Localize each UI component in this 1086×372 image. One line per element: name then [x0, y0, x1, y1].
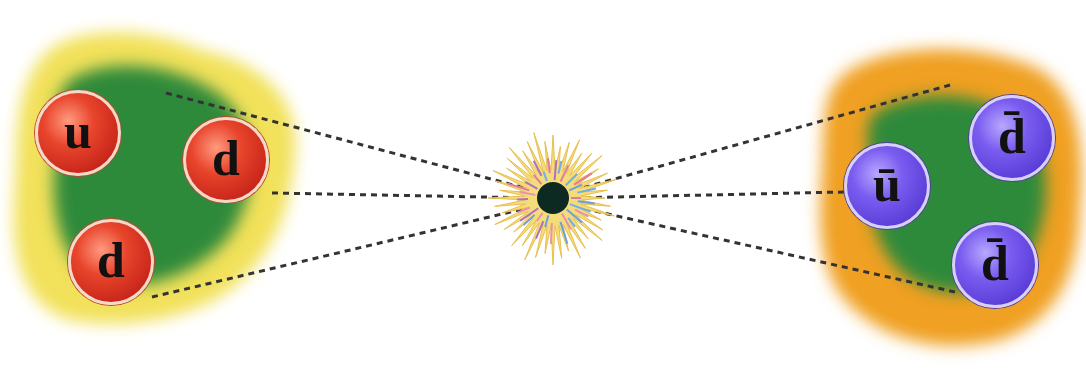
burst-streak: [558, 161, 561, 174]
burst-streak: [577, 189, 596, 193]
burst-streak: [520, 208, 538, 221]
burst-star: [488, 133, 616, 265]
burst-streak: [570, 204, 591, 212]
quark-symbol: d̄: [998, 111, 1026, 161]
burst-core: [537, 182, 569, 214]
dashed-line: [570, 192, 844, 198]
quark-symbol: u: [64, 106, 92, 156]
dashed-line: [152, 205, 540, 297]
burst-streak: [566, 174, 577, 185]
burst-streak: [518, 208, 530, 213]
burst-streak: [520, 192, 536, 195]
burst-streak: [507, 183, 529, 190]
quark-symbol: d: [212, 133, 240, 183]
quark-ball: d: [68, 219, 154, 305]
burst-streak: [525, 182, 537, 189]
antiquark-ball: d̄: [969, 95, 1055, 181]
quark-symbol: ū: [873, 159, 901, 209]
burst-streak: [545, 215, 548, 227]
quark-symbol: d: [97, 235, 125, 285]
dashed-line: [166, 93, 540, 192]
quark-symbol: d̄: [981, 238, 1009, 288]
burst-streak: [575, 210, 588, 217]
burst-streak: [536, 221, 543, 239]
burst-streak: [534, 161, 542, 176]
quark-ball: d: [183, 117, 269, 203]
burst-streak: [571, 197, 581, 199]
antineutron-cloud: [820, 49, 1081, 345]
burst-streak: [555, 160, 557, 180]
quark-ball: u: [35, 90, 121, 176]
burst-streak: [560, 222, 567, 244]
burst-streak: [544, 172, 547, 181]
burst-streak: [534, 175, 542, 184]
antiquark-ball: d̄: [952, 222, 1038, 308]
burst-streak: [569, 185, 582, 191]
burst-streak: [517, 198, 528, 200]
burst-streak: [548, 158, 550, 173]
burst-streak: [550, 223, 553, 244]
antiquark-ball: ū: [844, 143, 930, 229]
neutron-cloud: [14, 33, 295, 324]
burst-streak: [562, 214, 571, 230]
burst-streak: [578, 201, 595, 203]
burst-streak: [561, 165, 569, 181]
annihilation-burst: [488, 133, 616, 265]
dashed-lines: [152, 85, 955, 297]
burst-streak: [537, 213, 543, 221]
